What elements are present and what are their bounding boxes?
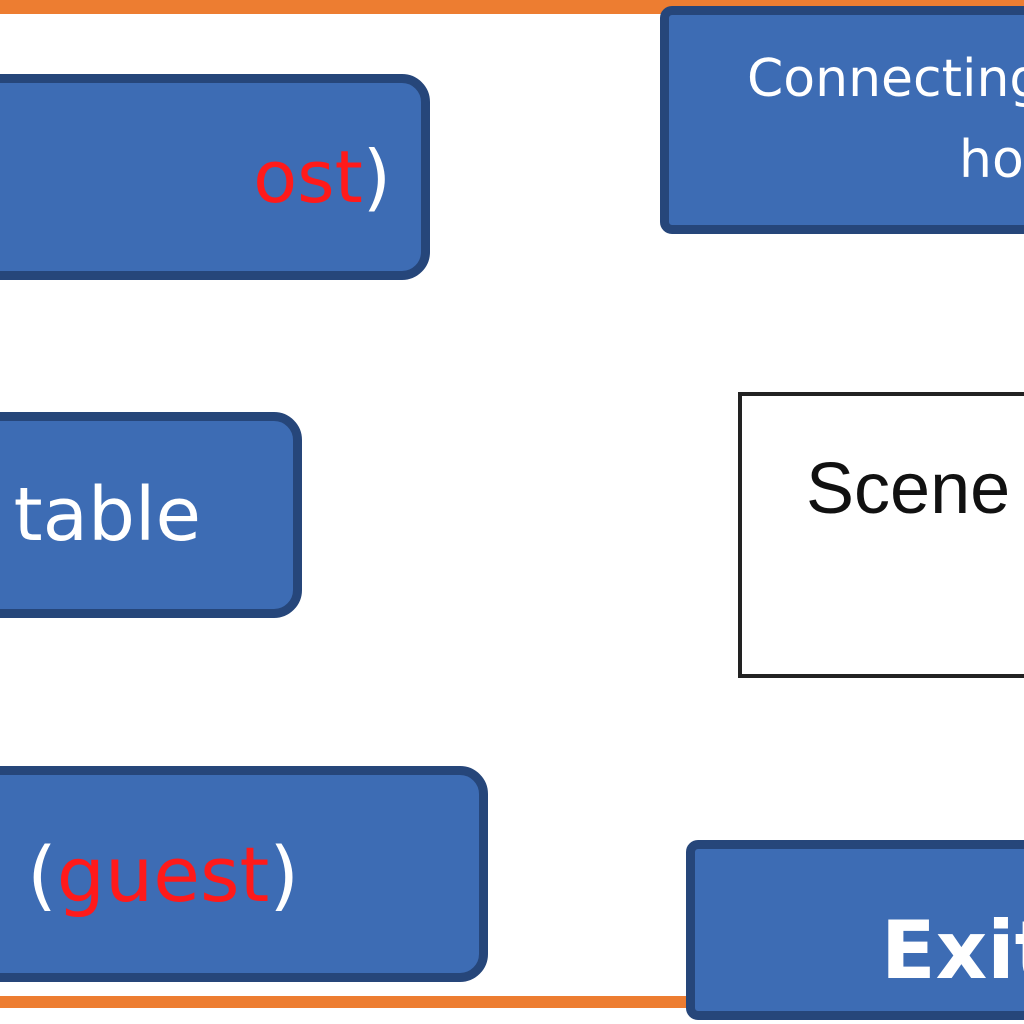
- table-button[interactable]: table: [0, 412, 302, 618]
- scene-box: Scene: [738, 392, 1024, 678]
- connecting-button-line1: Connecting: [747, 49, 1024, 110]
- connecting-button[interactable]: Connecting ho: [660, 6, 1024, 234]
- host-button-suffix: ): [362, 135, 391, 219]
- table-button-label: table: [13, 472, 201, 558]
- exit-button[interactable]: Exit: [686, 840, 1024, 1020]
- guest-button[interactable]: n (guest): [0, 766, 488, 982]
- host-button[interactable]: ost): [0, 74, 430, 280]
- guest-button-keyword: guest: [56, 829, 270, 919]
- host-button-keyword: ost: [253, 135, 363, 219]
- scene-label: Scene: [806, 449, 1011, 529]
- guest-button-prefix: n (: [0, 829, 57, 919]
- connecting-button-line2: ho: [959, 130, 1024, 190]
- exit-button-label: Exit: [881, 903, 1024, 997]
- guest-button-suffix: ): [269, 829, 299, 919]
